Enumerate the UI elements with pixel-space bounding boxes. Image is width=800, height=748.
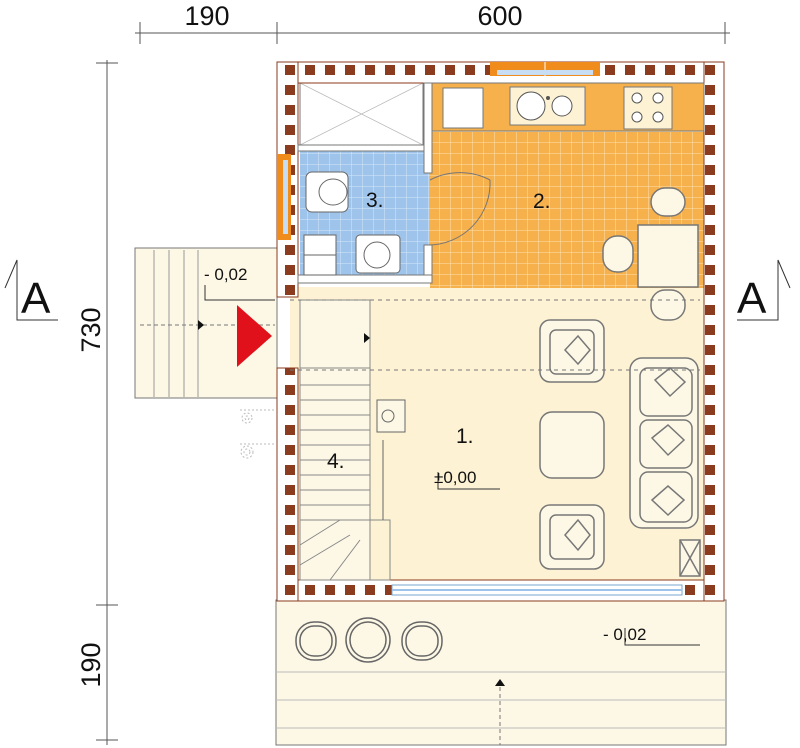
terrace-table-set bbox=[295, 617, 443, 663]
room-label-kitchen: 2. bbox=[533, 190, 551, 213]
section-mark-right: A bbox=[737, 259, 791, 323]
staircase bbox=[299, 299, 391, 581]
entrance-steps: - 0,02 bbox=[134, 247, 278, 399]
section-mark-right-label: A bbox=[737, 274, 767, 323]
outdoor-fixtures bbox=[240, 409, 275, 459]
dimension-left-upper: 730 bbox=[76, 307, 106, 352]
main-floor-level: ±0,00 bbox=[434, 468, 476, 487]
room-label-stairs: 4. bbox=[327, 450, 345, 473]
stove-fireplace bbox=[376, 399, 406, 520]
entrance-level: - 0,02 bbox=[204, 265, 247, 284]
windows bbox=[277, 62, 683, 596]
bathroom-fixtures bbox=[303, 171, 401, 276]
kitchen-counter bbox=[431, 82, 705, 132]
dimension-left-lower: 190 bbox=[76, 642, 106, 687]
dimension-lines bbox=[96, 22, 730, 745]
room-label-living: 1. bbox=[456, 425, 474, 448]
dimension-top-right: 600 bbox=[477, 1, 522, 31]
living-furniture bbox=[539, 319, 701, 577]
room-label-bathroom: 3. bbox=[366, 189, 384, 212]
entrance-arrow-icon bbox=[237, 305, 272, 367]
section-mark-left-label: A bbox=[21, 274, 51, 323]
terrace: - 0,02 bbox=[275, 599, 727, 746]
section-mark-left: A bbox=[4, 259, 58, 323]
dining-set bbox=[602, 187, 699, 321]
dimension-top-left: 190 bbox=[184, 1, 229, 31]
terrace-level: - 0,02 bbox=[603, 625, 646, 644]
interior-walls bbox=[297, 82, 433, 284]
main-floor-level-marker: ±0,00 bbox=[434, 468, 500, 490]
exterior-walls bbox=[276, 61, 725, 602]
